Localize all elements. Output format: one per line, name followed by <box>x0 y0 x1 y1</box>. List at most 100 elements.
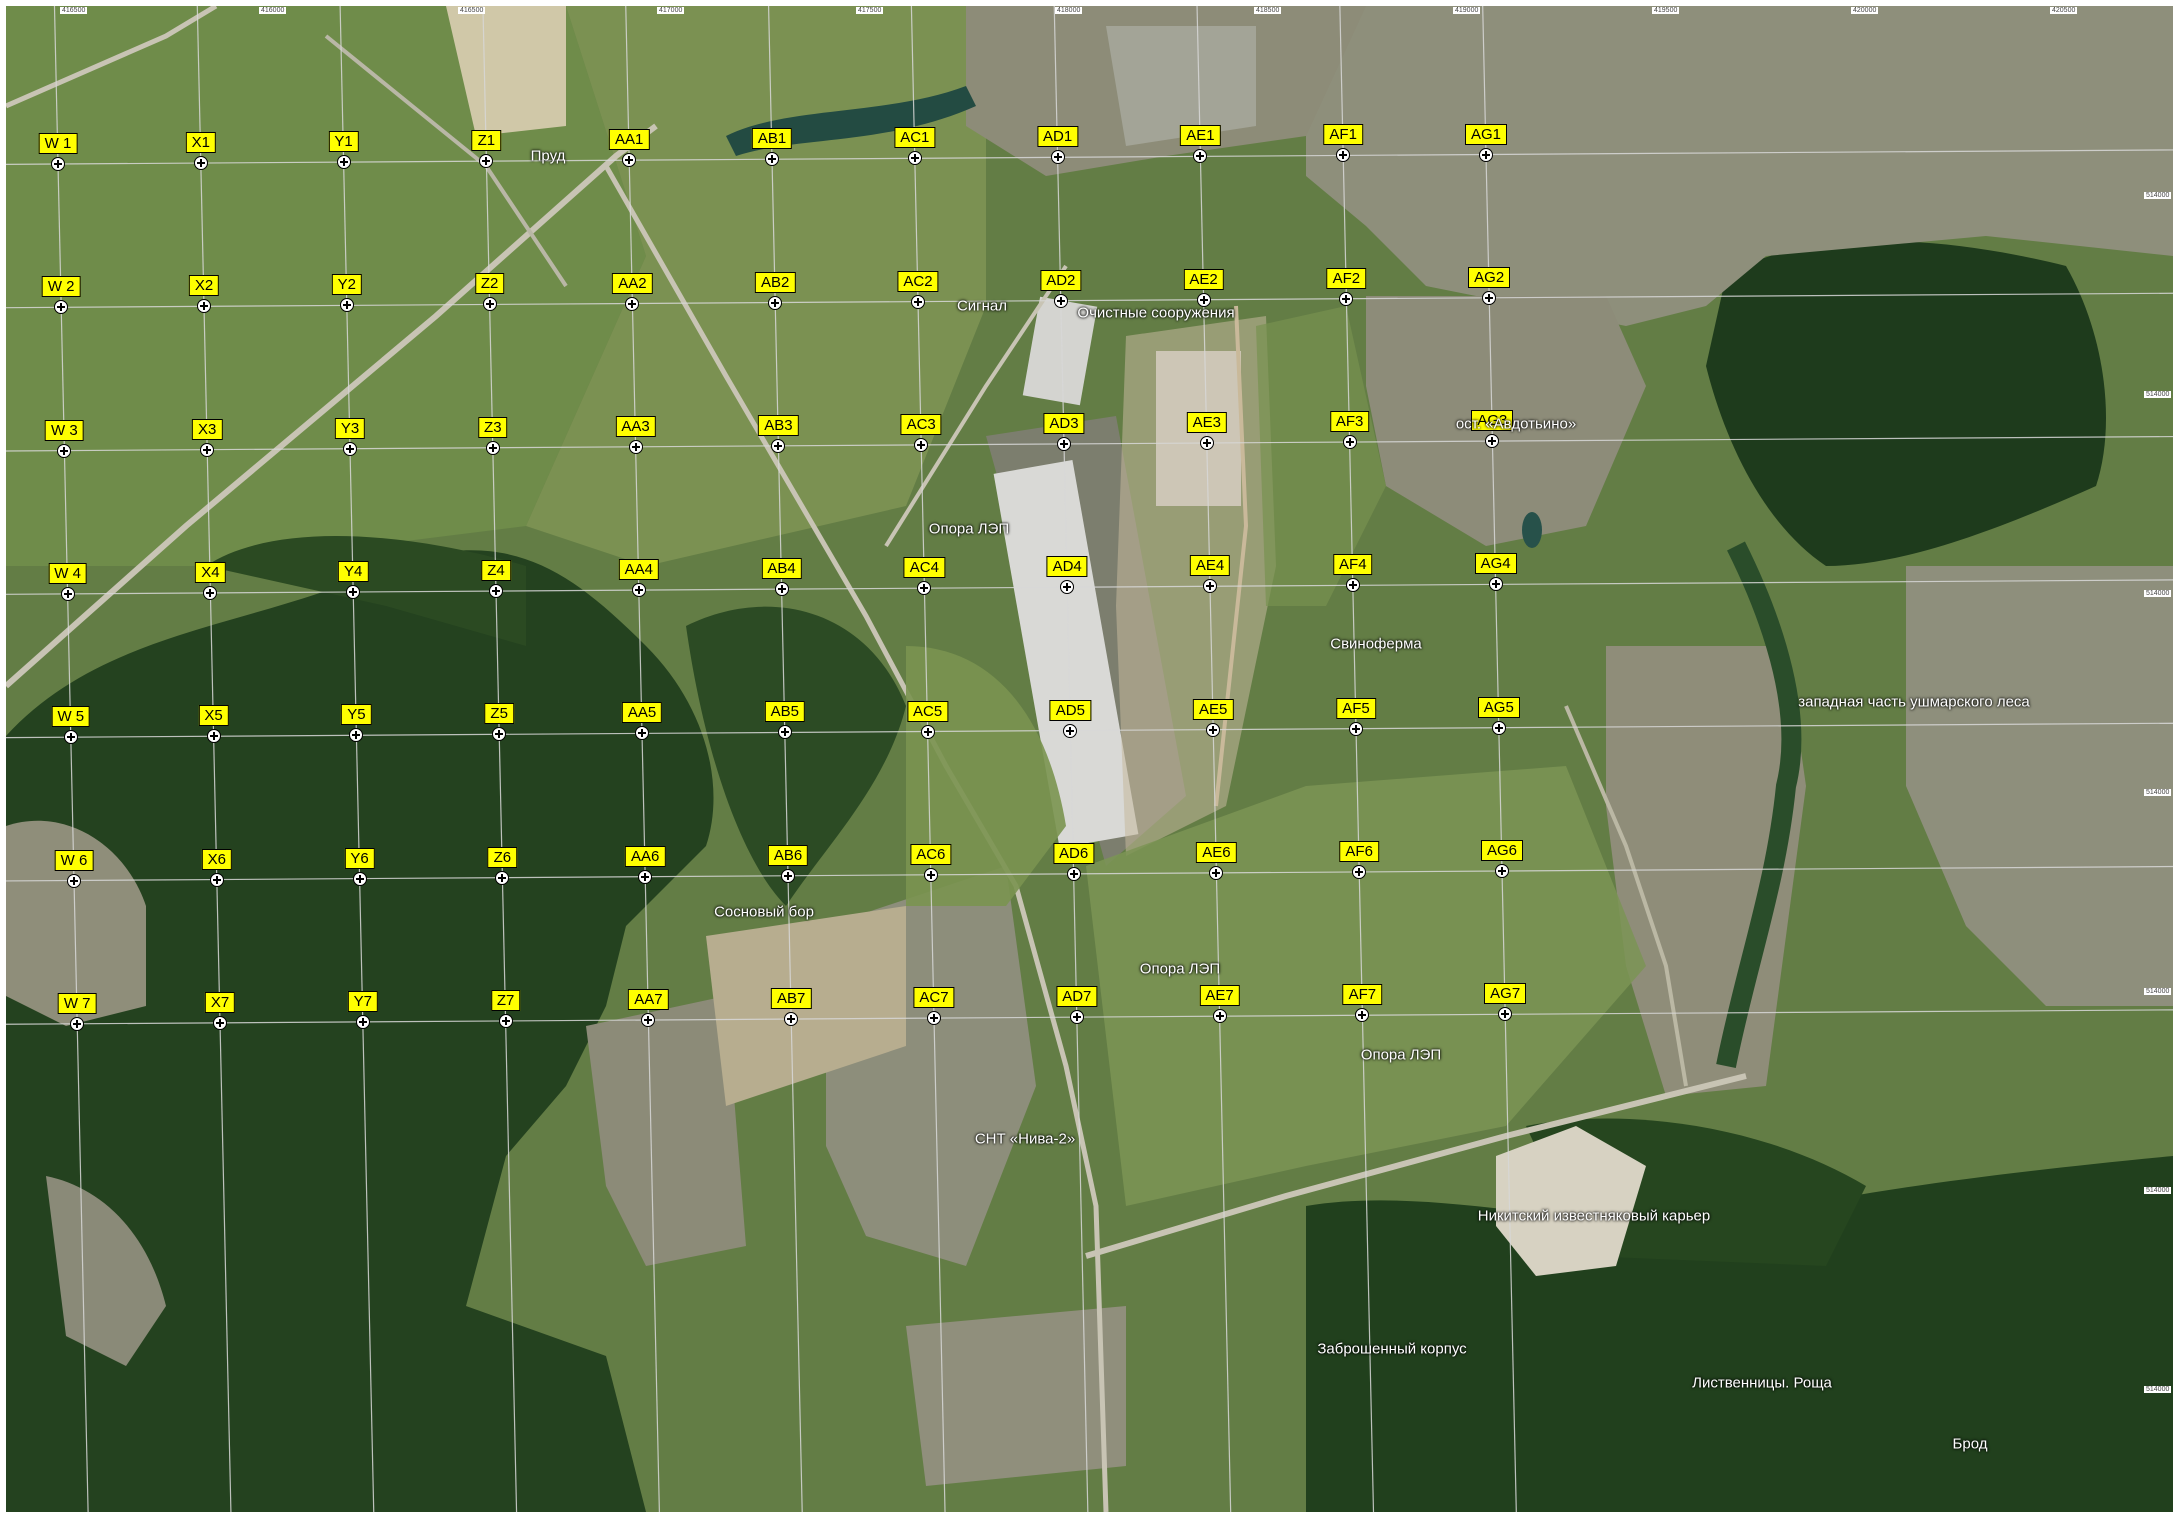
grid-marker-label: AA4 <box>618 559 659 581</box>
grid-marker-label: AF1 <box>1323 124 1363 146</box>
grid-column-line <box>53 6 89 1512</box>
crosshair-icon <box>343 441 357 456</box>
grid-marker-label: AA6 <box>625 845 666 867</box>
crosshair-icon <box>60 586 75 601</box>
place-label-power-pylon: Опора ЛЭП <box>1360 1046 1442 1064</box>
crosshair-icon <box>200 442 215 457</box>
crosshair-icon <box>1352 864 1367 879</box>
grid-marker-label: AF2 <box>1326 267 1367 289</box>
crosshair-icon <box>914 437 929 452</box>
grid-column-line <box>1196 6 1232 1512</box>
grid-marker-label: AA1 <box>609 129 650 151</box>
edge-coordinate-label: 514000 <box>2144 789 2172 796</box>
crosshair-icon <box>54 300 69 315</box>
grid-marker-label: AC3 <box>900 413 942 435</box>
grid-lines <box>6 6 2173 1512</box>
grid-marker-label: AC6 <box>910 843 952 865</box>
grid-marker-label: AB4 <box>761 558 802 580</box>
crosshair-icon <box>1485 434 1500 449</box>
grid-marker-label: AC1 <box>894 127 936 149</box>
grid-marker-label: AC2 <box>897 270 939 292</box>
crosshair-icon <box>1053 293 1068 308</box>
grid-marker-label: AG3 <box>1471 410 1514 432</box>
grid-marker-label: AG7 <box>1484 983 1527 1005</box>
grid-column-line <box>1053 6 1089 1512</box>
crosshair-icon <box>635 726 649 741</box>
place-label-pond: Пруд <box>530 147 566 165</box>
crosshair-icon <box>781 868 795 883</box>
edge-coordinate-label: 418500 <box>1254 7 1282 14</box>
grid-marker-label: W 1 <box>38 133 78 154</box>
grid-marker-label: AE5 <box>1193 698 1234 720</box>
place-label-treatment-facilities: Очистные сооружения <box>1077 304 1235 322</box>
grid-marker-label: AG4 <box>1474 553 1517 575</box>
edge-coordinate-label: 417000 <box>657 7 685 14</box>
place-label-power-pylon: Опора ЛЭП <box>1139 960 1221 978</box>
place-label-signal: Сигнал <box>956 297 1008 315</box>
grid-marker-label: Y3 <box>334 417 366 439</box>
crosshair-icon <box>57 443 72 458</box>
crosshair-icon <box>1498 1007 1513 1022</box>
crosshair-icon <box>346 585 361 599</box>
crosshair-icon <box>625 296 640 311</box>
crosshair-icon <box>63 730 78 745</box>
crosshair-icon <box>1355 1008 1370 1023</box>
grid-marker-label: AG5 <box>1477 696 1520 718</box>
grid-marker-label: AF4 <box>1333 554 1373 576</box>
edge-coordinate-label: 416000 <box>259 7 287 14</box>
crosshair-icon <box>1491 720 1506 735</box>
crosshair-icon <box>1209 865 1224 880</box>
edge-coordinate-label: 419500 <box>1652 7 1680 14</box>
grid-marker-label: Z6 <box>487 846 518 868</box>
grid-marker-label: X4 <box>195 561 226 583</box>
grid-marker-label: Y1 <box>328 131 359 153</box>
grid-marker-label: AE3 <box>1186 412 1227 433</box>
grid-marker-label: AC5 <box>907 700 949 722</box>
place-label-abandoned-building: Заброшенный корпус <box>1317 1340 1467 1358</box>
grid-marker-label: X3 <box>192 418 223 440</box>
grid-marker-label: X6 <box>201 848 232 870</box>
edge-coordinate-label: 514000 <box>2144 988 2172 995</box>
grid-marker-label: Y6 <box>344 847 375 869</box>
crosshair-icon <box>774 582 789 597</box>
crosshair-icon <box>1057 436 1071 451</box>
grid-marker-label: AB7 <box>771 988 812 1010</box>
crosshair-icon <box>492 727 507 742</box>
grid-marker-label: AE2 <box>1183 268 1224 290</box>
crosshair-icon <box>1199 436 1214 450</box>
place-label-power-pylon: Опора ЛЭП <box>928 520 1010 538</box>
grid-marker-label: Z3 <box>478 416 508 438</box>
grid-column-line <box>482 6 518 1512</box>
grid-marker-label: AD1 <box>1037 126 1079 148</box>
crosshair-icon <box>1206 722 1221 737</box>
grid-marker-label: W 2 <box>41 276 81 298</box>
grid-marker-label: AG1 <box>1464 123 1508 145</box>
grid-column-line <box>1482 6 1517 1512</box>
grid-marker-label: AD5 <box>1049 699 1091 721</box>
crosshair-icon <box>479 154 494 169</box>
grid-row-line <box>6 865 2173 882</box>
crosshair-icon <box>1488 577 1503 592</box>
grid-column-line <box>625 6 660 1512</box>
grid-marker-label: AA5 <box>621 702 663 724</box>
crosshair-icon <box>70 1016 85 1031</box>
edge-coordinate-label: 417500 <box>856 7 884 14</box>
grid-marker-label: W 5 <box>51 706 91 728</box>
grid-marker-label: AF5 <box>1336 697 1376 719</box>
grid-marker-label: AC7 <box>913 987 955 1009</box>
grid-marker-label: AD6 <box>1053 842 1095 864</box>
crosshair-icon <box>911 294 925 309</box>
grid-marker-label: Y7 <box>347 990 378 1012</box>
grid-row-line <box>6 149 2173 165</box>
grid-marker-label: AA7 <box>628 989 669 1010</box>
grid-marker-label: X7 <box>204 991 236 1013</box>
grid-marker-label: AG2 <box>1468 266 1511 288</box>
crosshair-icon <box>51 157 65 171</box>
grid-column-line <box>1339 6 1375 1512</box>
crosshair-icon <box>197 299 211 314</box>
grid-marker-label: Z7 <box>490 989 521 1011</box>
place-label-bus-stop: ост. «Авдотьино» <box>1455 415 1577 433</box>
edge-coordinate-label: 416500 <box>458 7 486 14</box>
crosshair-icon <box>1069 1010 1084 1025</box>
